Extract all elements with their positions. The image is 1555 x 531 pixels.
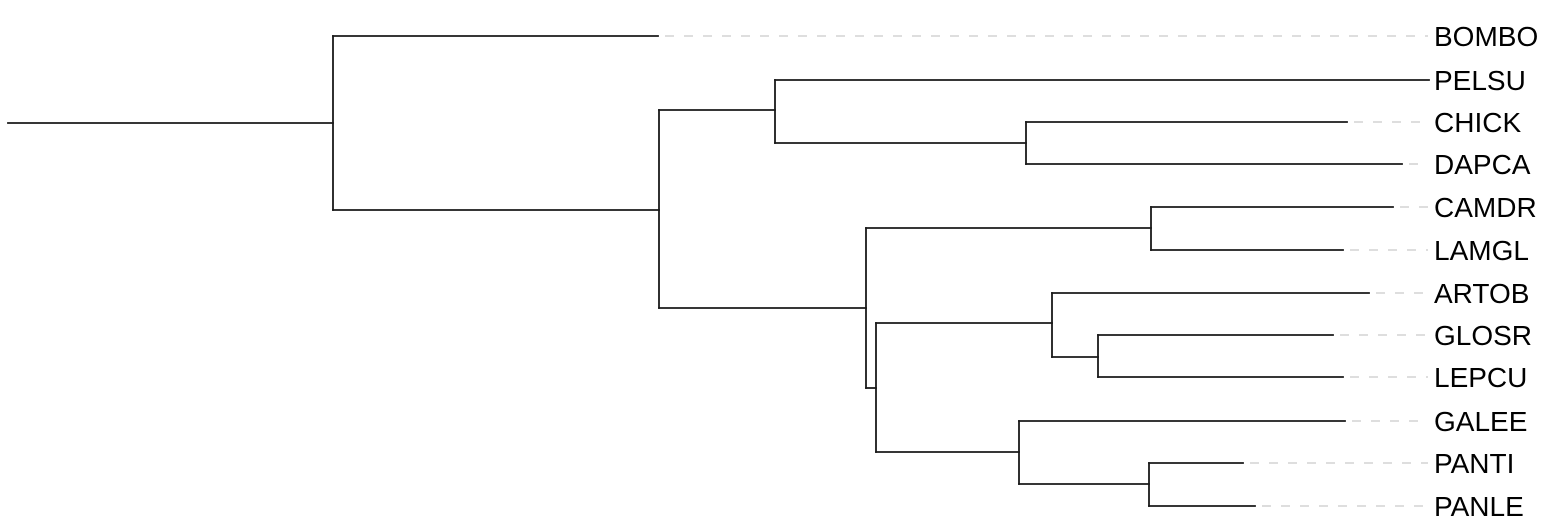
leaf-label-camdr: CAMDR (1434, 192, 1537, 223)
leaf-label-pelsu: PELSU (1434, 65, 1526, 96)
leaf-label-galee: GALEE (1434, 406, 1527, 437)
leaf-label-artob: ARTOB (1434, 278, 1529, 309)
leaf-label-panti: PANTI (1434, 448, 1514, 479)
leaf-label-bombo: BOMBO (1434, 21, 1538, 52)
leaf-label-chick: CHICK (1434, 107, 1521, 138)
leaf-label-lepcu: LEPCU (1434, 362, 1527, 393)
leaf-label-glosr: GLOSR (1434, 320, 1532, 351)
leaf-label-dapca: DAPCA (1434, 149, 1531, 180)
leaf-label-panle: PANLE (1434, 491, 1524, 522)
leaf-label-lamgl: LAMGL (1434, 235, 1529, 266)
